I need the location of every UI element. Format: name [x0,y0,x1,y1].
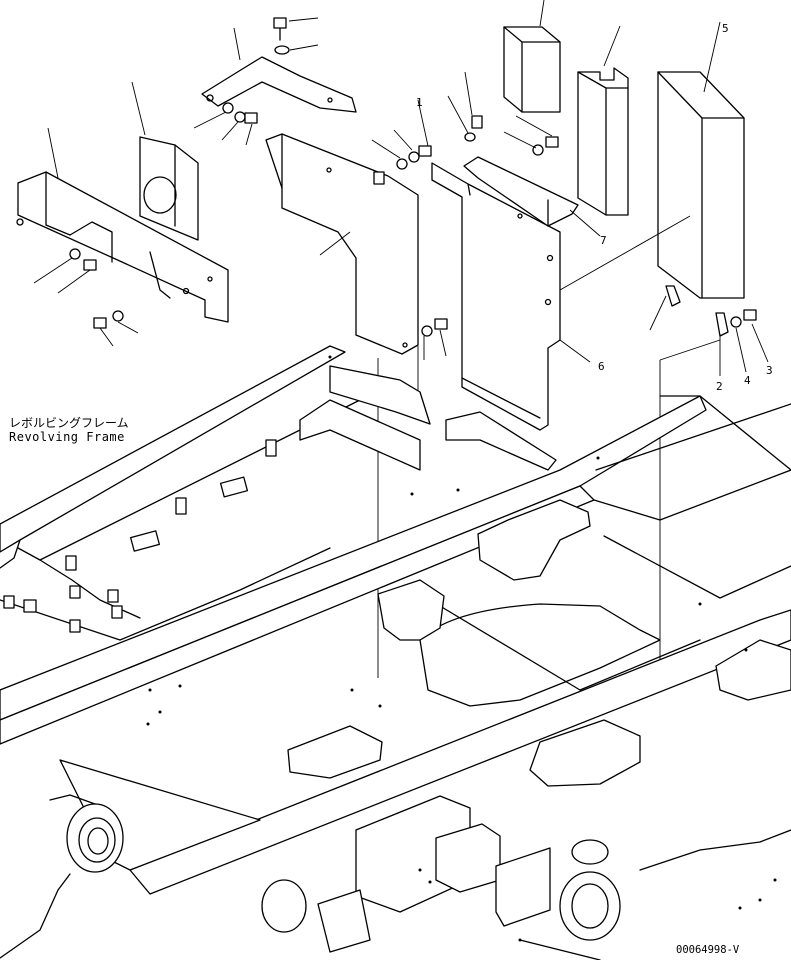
sound-pad-small [503,26,561,113]
clip-2 [715,312,729,337]
drawing-code: 00064998-V [676,944,740,956]
callout-3: 3 [766,364,773,377]
callout-1: 1 [416,96,423,109]
left-bracket-plate [16,171,229,323]
sound-pad-notched [577,67,629,216]
leader-lines [33,0,769,376]
middle-cover-plate [265,133,419,355]
sound-pad-large [657,71,745,299]
right-cover-plate [431,162,561,431]
spacer-block [139,136,199,241]
callout-5: 5 [722,22,729,35]
callout-6: 6 [598,360,605,373]
revolving-frame-label-jp: レボルビングフレーム [9,416,129,430]
wedge-cushion [463,156,579,227]
top-angle-plate [201,56,357,113]
clip-1 [665,285,681,307]
callout-4: 4 [744,374,751,387]
alignment-lines [377,339,721,678]
revolving-frame-label-en: Revolving Frame [9,430,125,444]
callout-2: 2 [716,380,723,393]
bolt-group [69,17,757,337]
callout-7: 7 [600,234,607,247]
revolving-frame [0,345,791,961]
